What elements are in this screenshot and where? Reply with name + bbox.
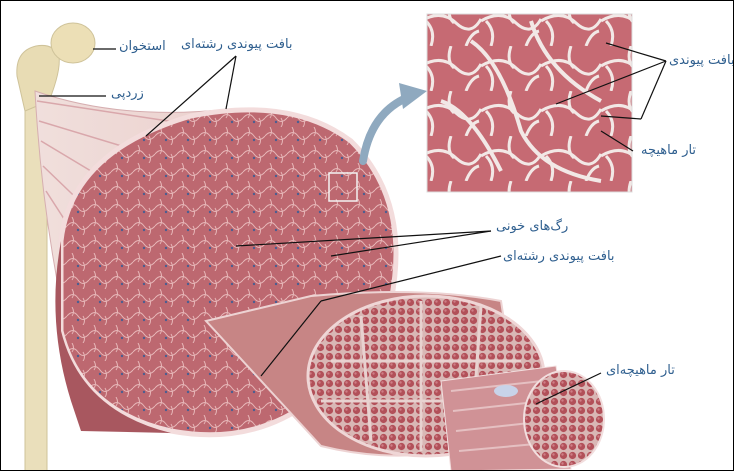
micrograph	[427, 14, 632, 192]
label-micro-fiber: تار ماهیچه	[641, 143, 696, 158]
label-muscle-fiber: تار ماهیچه‌ای	[606, 363, 675, 378]
label-connective-top: بافت پیوندی رشته‌ای	[181, 37, 293, 52]
label-connective-mid: بافت پیوندی رشته‌ای	[503, 249, 615, 264]
label-blood-vessels: رگ‌های خونی	[496, 219, 568, 234]
label-micro-connective: بافت پیوندی	[669, 53, 734, 68]
label-tendon: زردپی	[111, 86, 144, 101]
muscle-fiber	[441, 366, 604, 471]
zoom-arrowhead	[399, 83, 427, 109]
label-bone: استخوان	[119, 39, 166, 54]
